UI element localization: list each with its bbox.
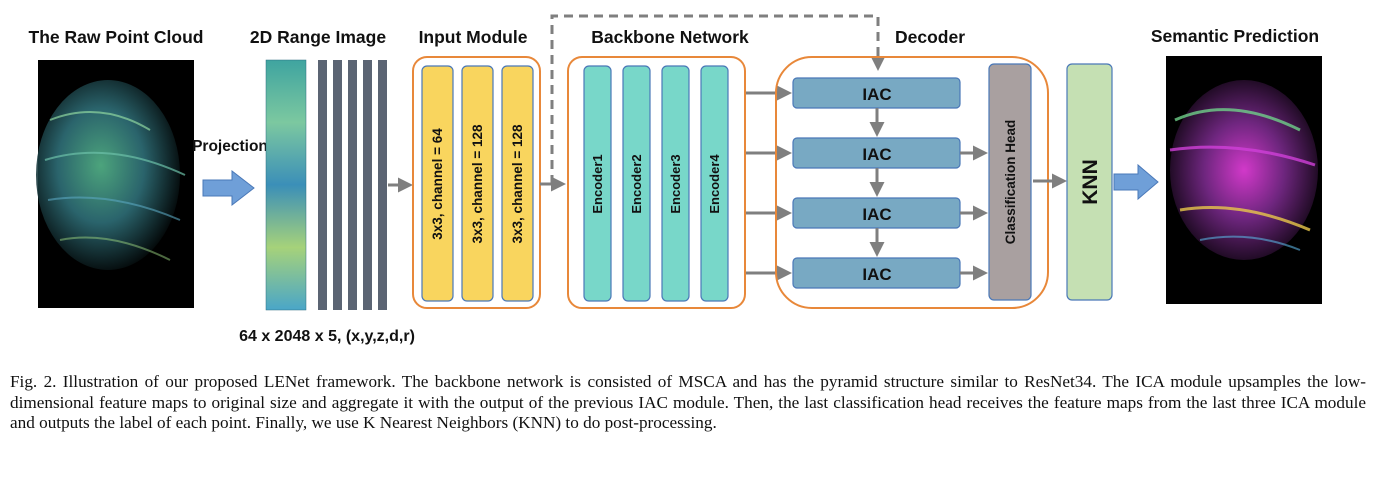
iac-2-label: IAC (862, 145, 891, 164)
input-conv-2: 3x3, channel = 128 (461, 65, 494, 302)
output-arrow (1113, 163, 1159, 201)
semantic-prediction-image (1166, 56, 1322, 304)
input-conv-1-label: 3x3, channel = 64 (430, 128, 445, 240)
heading-semantic-prediction: Semantic Prediction (1151, 26, 1319, 46)
heading-raw-point-cloud: The Raw Point Cloud (29, 27, 204, 47)
dimensions-label: 64 x 2048 x 5, (x,y,z,d,r) (239, 328, 415, 345)
knn-block: KNN (1066, 63, 1113, 301)
iac-3-label: IAC (862, 205, 891, 224)
encoder-4-label: Encoder4 (707, 154, 722, 214)
encoder-4: Encoder4 (700, 65, 729, 302)
iac-block-2: IAC (792, 137, 961, 169)
range-image (265, 59, 307, 311)
backbone-network-box (567, 56, 746, 309)
iac-4-label: IAC (862, 265, 891, 284)
knn-label: KNN (1079, 159, 1102, 205)
figure-caption: Fig. 2. Illustration of our proposed LEN… (10, 372, 1366, 432)
encoder-2: Encoder2 (622, 65, 651, 302)
encoder-3: Encoder3 (661, 65, 690, 302)
classification-head-label: Classification Head (1003, 120, 1018, 245)
encoder-2-label: Encoder2 (629, 154, 644, 213)
encoder-3-label: Encoder3 (668, 154, 683, 213)
encoder-1-label: Encoder1 (590, 154, 605, 213)
range-image-channels (318, 60, 387, 310)
classification-head: Classification Head (988, 63, 1032, 301)
heading-decoder: Decoder (895, 27, 965, 47)
heading-backbone-network: Backbone Network (591, 27, 749, 47)
projection-label: Projection (192, 138, 268, 155)
projection-arrow (202, 169, 255, 207)
input-conv-2-label: 3x3, channel = 128 (470, 124, 485, 243)
heading-range-image: 2D Range Image (250, 27, 386, 47)
raw-point-cloud-image (36, 60, 194, 308)
input-conv-3-label: 3x3, channel = 128 (510, 124, 525, 243)
encoder-1: Encoder1 (583, 65, 612, 302)
input-conv-3: 3x3, channel = 128 (501, 65, 534, 302)
skip-connection-dashed-arrow (550, 14, 886, 184)
input-conv-1: 3x3, channel = 64 (421, 65, 454, 302)
iac-block-4: IAC (792, 257, 961, 289)
heading-input-module: Input Module (419, 27, 528, 47)
framework-diagram: The Raw Point Cloud 2D Range Image Input… (29, 14, 1322, 345)
iac-block-1: IAC (792, 77, 961, 109)
iac-block-3: IAC (792, 197, 961, 229)
iac-1-label: IAC (862, 85, 891, 104)
